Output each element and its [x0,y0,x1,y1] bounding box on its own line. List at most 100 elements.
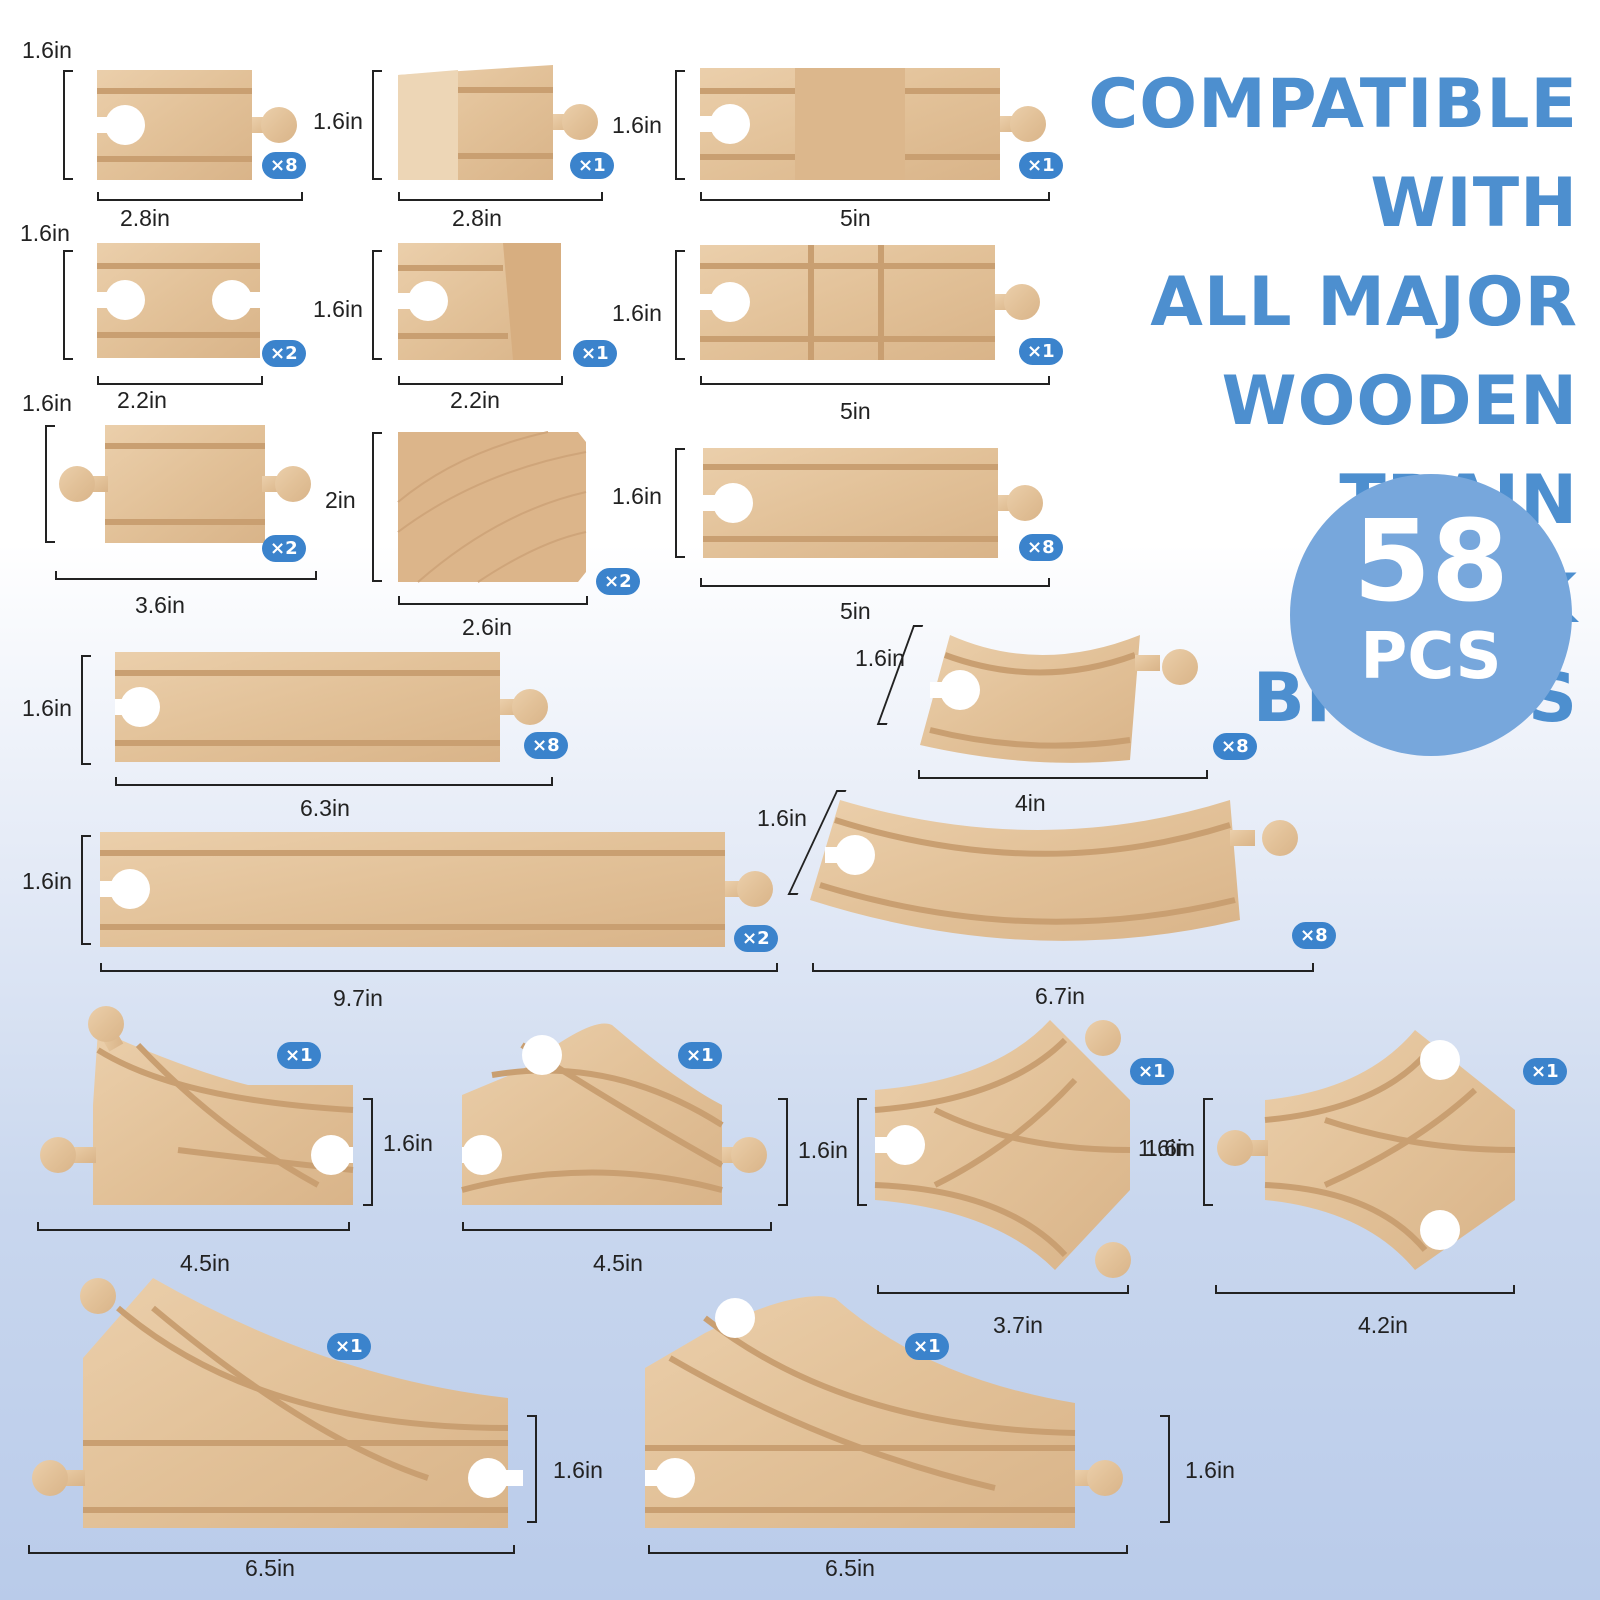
track-piece-straight-6in [115,652,555,762]
height-label: 1.6in [22,695,72,721]
height-bracket [675,70,685,180]
height-label: 2in [325,487,356,513]
height-bracket [857,1098,867,1206]
width-bracket [700,192,1050,201]
height-label: 1.6in [22,390,72,416]
quantity-badge: ×8 [524,732,568,759]
quantity-badge: ×1 [573,340,617,367]
width-label: 5in [840,598,871,624]
quantity-badge: ×2 [262,340,306,367]
width-bracket [398,596,588,605]
width-label: 3.6in [135,592,185,618]
height-bracket [372,70,382,180]
height-bracket [45,425,55,543]
height-label: 1.6in [757,805,807,831]
width-bracket [398,376,563,385]
height-bracket [675,448,685,558]
height-label: 1.6in [1138,1135,1188,1161]
width-bracket [97,376,263,385]
track-piece-y-switch-b [1215,1020,1516,1275]
quantity-badge: ×1 [1523,1058,1567,1085]
height-label: 1.6in [855,645,905,671]
track-piece-y-switch-a [874,1020,1135,1278]
track-piece-straight-short [97,70,302,180]
quantity-badge: ×8 [1213,733,1257,760]
track-piece-curve-short [920,635,1220,765]
height-label: 1.6in [612,483,662,509]
quantity-badge: ×2 [262,535,306,562]
quantity-badge: ×8 [1019,534,1063,561]
width-bracket [648,1545,1128,1554]
width-label: 6.7in [1035,983,1085,1009]
track-piece-block [397,431,588,583]
quantity-badge: ×1 [678,1042,722,1069]
quantity-badge: ×1 [1019,152,1063,179]
width-bracket [877,1285,1129,1294]
width-bracket [700,376,1050,385]
width-label: 5in [840,205,871,231]
width-label: 4.5in [593,1250,643,1276]
track-piece-double-female [97,243,260,358]
track-piece-crossing-5in [700,245,1050,360]
width-bracket [37,1222,350,1231]
height-label: 1.6in [22,37,72,63]
width-bracket [97,192,303,201]
track-piece-straight-5in-b [703,448,1053,558]
piece-count-number: 58 [1353,497,1509,627]
width-bracket [1215,1285,1515,1294]
height-label: 1.6in [798,1137,848,1163]
height-label: 1.6in [313,108,363,134]
height-label: 1.6in [383,1130,433,1156]
width-label: 6.5in [825,1555,875,1581]
width-label: 4.5in [180,1250,230,1276]
width-bracket [462,1222,772,1231]
height-bracket [675,250,685,360]
width-label: 5in [840,398,871,424]
track-piece-straight-long [100,832,780,947]
track-piece-straight-5in-a [700,68,1050,180]
height-bracket [527,1415,537,1523]
width-label: 6.5in [245,1555,295,1581]
height-bracket [63,70,73,180]
headline-line-2: all major [1150,263,1578,342]
quantity-badge: ×2 [596,568,640,595]
quantity-badge: ×1 [1019,338,1063,365]
track-piece-ramp-female [398,243,561,360]
width-bracket [918,770,1208,779]
track-piece-double-male [55,425,315,543]
height-bracket [778,1098,788,1206]
width-label: 9.7in [333,985,383,1011]
height-label: 1.6in [22,868,72,894]
width-label: 4.2in [1358,1312,1408,1338]
height-bracket [372,250,382,360]
quantity-badge: ×8 [1292,922,1336,949]
quantity-badge: ×2 [734,925,778,952]
width-bracket [398,192,603,201]
quantity-badge: ×1 [327,1333,371,1360]
quantity-badge: ×1 [277,1042,321,1069]
headline-line-1: Compatible with [1088,65,1578,243]
track-piece-ramp-short [398,65,603,180]
quantity-badge: ×1 [1130,1058,1174,1085]
width-label: 4in [1015,790,1046,816]
width-label: 2.8in [452,205,502,231]
height-label: 1.6in [612,300,662,326]
track-piece-switch-right [461,1015,772,1205]
width-label: 2.8in [120,205,170,231]
width-label: 2.2in [117,387,167,413]
height-bracket [63,250,73,360]
piece-count-badge: 58 PCS [1290,474,1572,756]
track-piece-switch-left [38,1006,354,1210]
height-label: 1.6in [1185,1457,1235,1483]
height-label: 1.6in [612,112,662,138]
width-bracket [812,963,1314,972]
height-bracket [81,655,91,765]
width-label: 6.3in [300,795,350,821]
height-label: 1.6in [20,220,70,246]
height-label: 1.6in [1145,1135,1195,1161]
track-piece-long-switch-right [645,1288,1145,1528]
quantity-badge: ×1 [905,1333,949,1360]
width-bracket [100,963,778,972]
quantity-badge: ×8 [262,152,306,179]
height-label: 1.6in [313,296,363,322]
